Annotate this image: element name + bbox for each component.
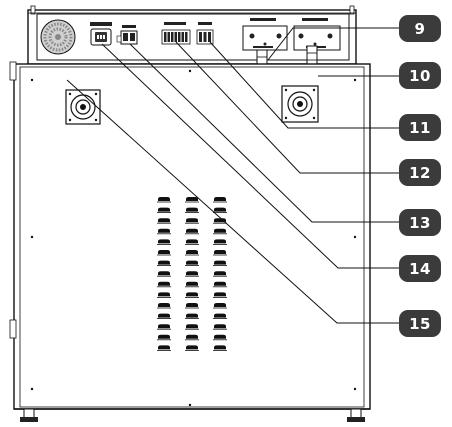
terminal-block — [161, 22, 191, 45]
louvre-slot — [158, 250, 170, 254]
leader-line-13 — [129, 43, 401, 223]
callout-label-14: 14 — [409, 260, 431, 278]
callout-label-9: 9 — [415, 20, 426, 38]
callout-badge-13: 13 — [399, 209, 441, 236]
leader-lines — [66, 27, 401, 324]
callout-label-11: 11 — [409, 119, 431, 137]
louvre-slot — [186, 345, 198, 350]
fan-grill — [40, 19, 76, 55]
leader-line-15 — [66, 79, 401, 324]
louvre-slot — [158, 239, 170, 244]
ventilation-louvres — [157, 197, 227, 351]
louvre-slot — [158, 228, 170, 233]
louvre-slot — [214, 292, 226, 297]
louvre-slot — [186, 250, 198, 254]
louvre-slot — [214, 324, 226, 329]
louvre-slot — [214, 207, 226, 212]
louvre-slot — [214, 313, 226, 318]
vent-plate-left — [65, 89, 101, 125]
louvre-slot — [158, 345, 170, 350]
louvre-slot — [158, 271, 170, 276]
leader-line-14 — [101, 43, 401, 269]
louvre-slot — [186, 228, 198, 233]
dc-terminal-plate-left — [242, 18, 288, 51]
louvre-slot — [158, 292, 170, 297]
vent-plate-right — [281, 85, 319, 123]
louvre-slot — [158, 260, 170, 265]
callout-badge-12: 12 — [399, 159, 441, 186]
callout-label-10: 10 — [409, 67, 431, 85]
louvre-slot — [158, 334, 170, 339]
callout-label-15: 15 — [409, 315, 431, 333]
louvre-slot — [214, 345, 226, 350]
louvre-slot — [186, 218, 198, 223]
louvre-slot — [158, 303, 170, 307]
louvre-slot — [158, 197, 170, 201]
louvre-slot — [158, 218, 170, 223]
louvre-slot — [186, 197, 198, 201]
callout-badge-9: 9 — [399, 15, 441, 42]
louvre-slot — [186, 271, 198, 276]
callout-badge-11: 11 — [399, 114, 441, 141]
louvre-slot — [214, 228, 226, 233]
louvre-slot — [214, 271, 226, 276]
callout-badge-10: 10 — [399, 62, 441, 89]
louvre-slot — [186, 324, 198, 329]
leader-line-9 — [267, 27, 401, 61]
louvre-slot — [214, 197, 226, 201]
louvre-slot — [214, 250, 226, 254]
louvre-slot — [186, 207, 198, 212]
louvre-slot — [186, 260, 198, 265]
louvre-slot — [158, 324, 170, 329]
ac-power-inlet — [90, 22, 112, 46]
louvre-slot — [158, 207, 170, 212]
louvre-slot — [186, 334, 198, 339]
callout-badge-15: 15 — [399, 310, 441, 337]
louvre-slot — [214, 218, 226, 223]
breaker-switch — [116, 25, 138, 45]
louvre-slot — [214, 281, 226, 286]
callout-label-12: 12 — [409, 164, 431, 182]
leader-line-11 — [209, 41, 401, 129]
louvre-slot — [186, 303, 198, 307]
louvre-slot — [214, 334, 226, 339]
louvre-slot — [158, 313, 170, 318]
louvre-slot — [186, 239, 198, 244]
louvre-slot — [214, 303, 226, 307]
louvre-slot — [214, 239, 226, 244]
louvre-slot — [158, 281, 170, 286]
louvre-slot — [214, 260, 226, 265]
louvre-slot — [186, 313, 198, 318]
callout-label-13: 13 — [409, 214, 431, 232]
signal-connector — [196, 22, 214, 45]
callout-badge-14: 14 — [399, 255, 441, 282]
leader-line-12 — [175, 41, 401, 174]
louvre-slot — [186, 281, 198, 286]
louvre-slot — [186, 292, 198, 297]
